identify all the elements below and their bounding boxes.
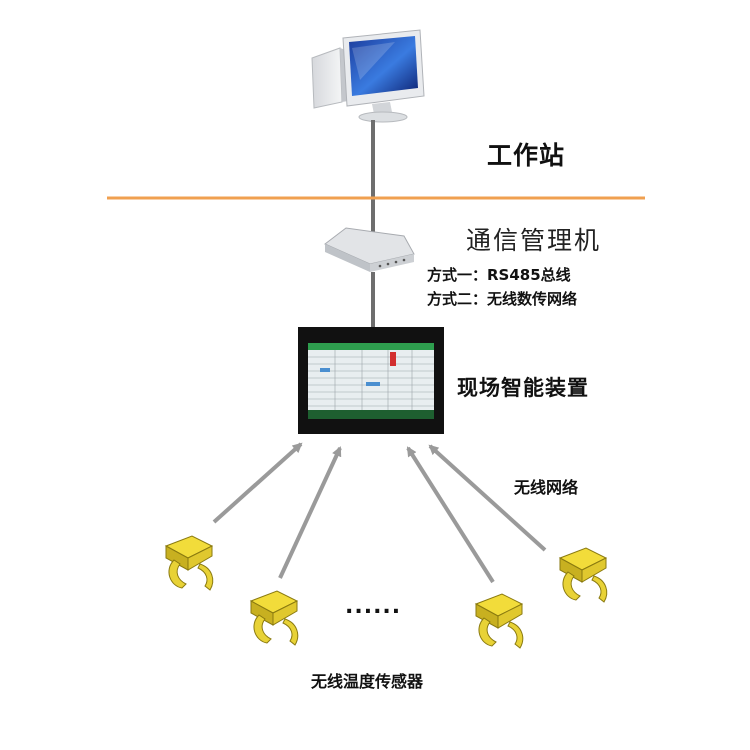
touchscreen-panel-icon — [298, 327, 444, 434]
arrow-sensor-1 — [212, 442, 303, 524]
field-device-label: 现场智能装置 — [457, 376, 589, 400]
wireless-sensor-label: 无线温度传感器 — [311, 672, 424, 691]
wireless-arrows — [212, 442, 547, 584]
more-sensors-ellipsis: ...... — [345, 594, 402, 619]
workstation-label: 工作站 — [487, 141, 566, 170]
computer-monitor-icon — [311, 29, 425, 123]
router-icon — [324, 227, 415, 272]
arrow-sensor-3 — [406, 446, 495, 584]
arrow-sensor-2 — [278, 446, 342, 579]
wireless-temperature-sensor-icon — [558, 547, 608, 603]
wireless-temperature-sensor-icon — [249, 590, 299, 646]
wireless-network-label: 无线网络 — [514, 478, 579, 497]
wireless-temperature-sensor-icon — [474, 593, 524, 649]
method2-label: 方式二：无线数传网络 — [427, 290, 578, 308]
arrow-sensor-4 — [428, 444, 547, 552]
method1-label: 方式一：RS485总线 — [427, 266, 571, 284]
comm-manager-label: 通信管理机 — [466, 226, 602, 255]
wireless-temperature-sensor-icon — [164, 535, 214, 591]
